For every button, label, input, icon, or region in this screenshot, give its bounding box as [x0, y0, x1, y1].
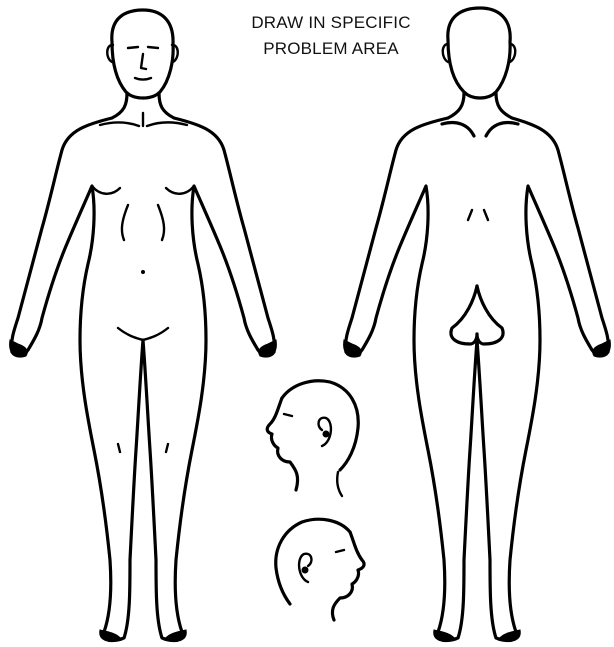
head-profile-left-icon[interactable] [267, 381, 358, 496]
body-front-icon[interactable] [10, 10, 277, 642]
head-profile-right-icon[interactable] [276, 519, 364, 620]
body-back-icon[interactable] [344, 8, 611, 642]
